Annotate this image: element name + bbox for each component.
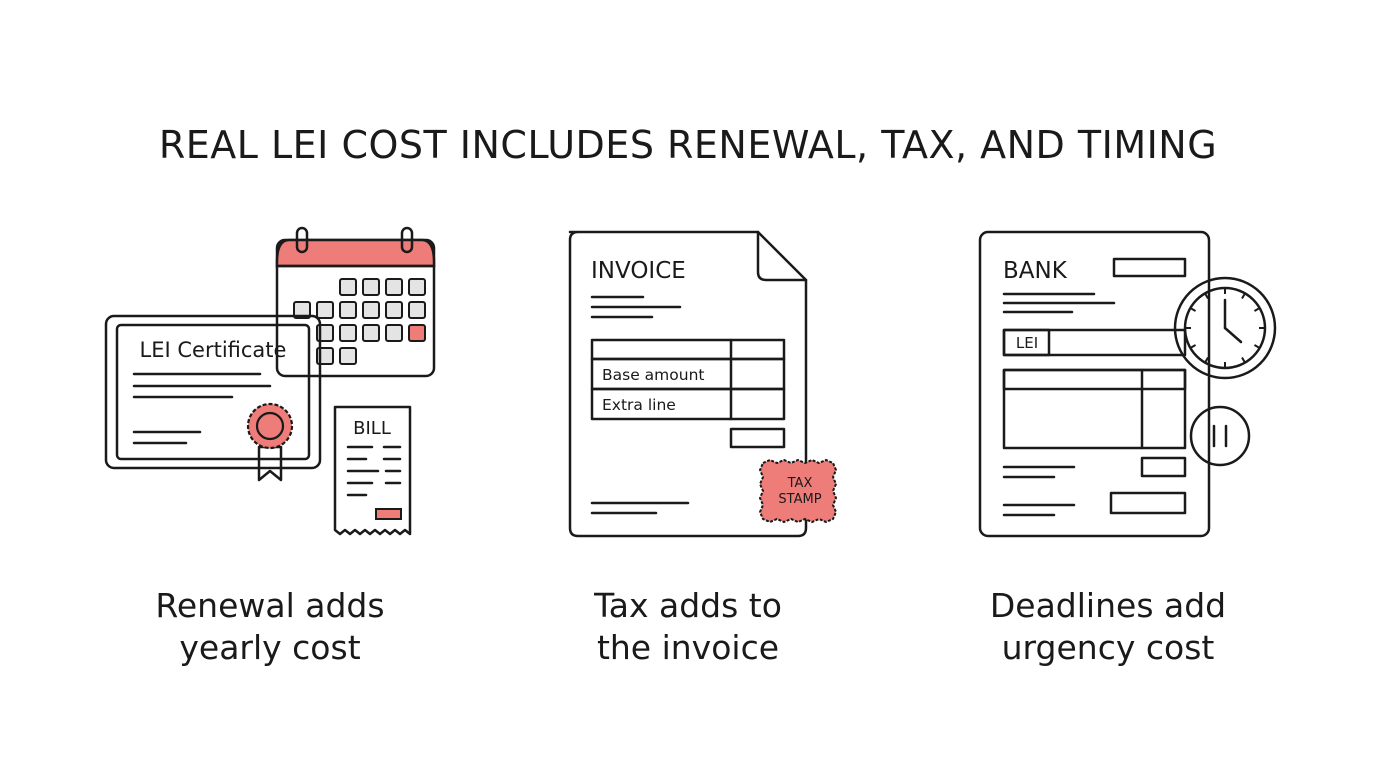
caption-tax-line-2: the invoice <box>596 628 780 667</box>
calendar-day <box>362 324 380 342</box>
calendar-day <box>408 278 426 296</box>
bill-icon: BILL <box>333 405 412 536</box>
clock-tick <box>1204 356 1209 363</box>
invoice-icon: INVOICE Base amount Extra line <box>568 230 808 538</box>
ribbon-icon <box>246 402 294 482</box>
calendar-day <box>339 278 357 296</box>
caption-tax-line-1: Tax adds to <box>594 586 782 625</box>
invoice-row-extra: Extra line <box>602 396 676 414</box>
bank-label: BANK <box>1003 258 1068 284</box>
calendar-day <box>316 301 334 319</box>
bank-form-icon: BANK LEI <box>978 230 1211 538</box>
calendar-day <box>408 324 426 342</box>
lei-field-label: LEI <box>1016 334 1038 352</box>
bill-label: BILL <box>353 418 391 439</box>
stamp-line-2: STAMP <box>778 492 821 507</box>
caption-tax: Tax adds to the invoice <box>508 585 868 669</box>
calendar-day <box>339 324 357 342</box>
caption-renewal: Renewal adds yearly cost <box>90 585 450 669</box>
calendar-icon <box>275 226 436 378</box>
clock-tick <box>1190 307 1197 312</box>
calendar-day <box>293 301 311 319</box>
invoice-row-base: Base amount <box>602 366 704 384</box>
calendar-day <box>339 301 357 319</box>
calendar-day <box>385 278 403 296</box>
calendar-day <box>385 324 403 342</box>
calendar-day <box>385 301 403 319</box>
clock-tick <box>1204 293 1209 300</box>
clock-tick <box>1253 307 1260 312</box>
clock-tick <box>1253 344 1260 349</box>
stamp-line-1: TAX <box>787 476 813 491</box>
calendar-day <box>339 347 357 365</box>
stamp-icon: TAX STAMP <box>758 458 838 524</box>
calendar-day <box>408 301 426 319</box>
caption-renewal-line-1: Renewal adds <box>155 586 385 625</box>
calendar-day <box>362 278 380 296</box>
invoice-label: INVOICE <box>591 258 686 284</box>
clock-tick <box>1241 356 1246 363</box>
caption-deadlines: Deadlines add urgency cost <box>928 585 1288 669</box>
caption-deadlines-line-1: Deadlines add <box>989 586 1227 625</box>
clock-tick <box>1241 293 1246 300</box>
clock-tick <box>1190 344 1197 349</box>
certificate-label: LEI Certificate <box>140 338 287 362</box>
clock-icon <box>1173 276 1277 380</box>
certificate-icon: LEI Certificate <box>104 314 322 470</box>
pause-icon <box>1189 405 1251 467</box>
calendar-day <box>362 301 380 319</box>
caption-deadlines-line-2: urgency cost <box>1001 628 1215 667</box>
caption-renewal-line-2: yearly cost <box>179 628 361 667</box>
page-title: REAL LEI COST INCLUDES RENEWAL, TAX, AND… <box>158 123 1218 168</box>
